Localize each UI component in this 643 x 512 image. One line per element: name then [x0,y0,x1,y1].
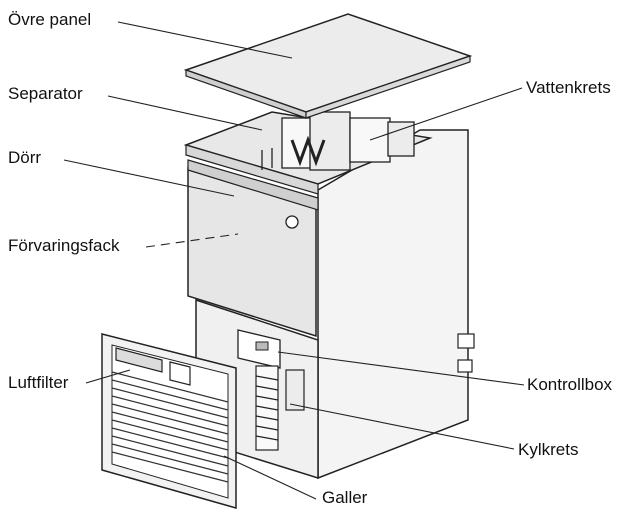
leader-separator [107,95,263,131]
label-separator: Separator [8,84,83,103]
side-fitting-upper [457,333,475,349]
door-knob [285,215,299,229]
label-vattenkrets: Vattenkrets [526,78,611,97]
label-dorr: Dörr [8,148,42,167]
cooling-coil [255,365,305,451]
label-luftfilter: Luftfilter [8,373,69,392]
label-kylkrets: Kylkrets [518,440,579,459]
side-fitting-lower [457,359,473,373]
leader-luftfilter [85,369,131,384]
top-panel [183,13,473,113]
cabinet-top-rim-front [185,144,319,195]
air-filter-slot [115,347,163,373]
label-galler: Galler [322,488,368,507]
cabinet-side-panel [317,129,469,480]
leader-vattenkrets [369,87,523,141]
grille [101,333,237,509]
leader-kontrollbox [277,351,525,386]
label-forvaringsfack: Förvaringsfack [8,236,120,255]
leader-ovre-panel [117,21,293,59]
leader-dorr [63,159,235,197]
leader-lines [63,21,525,500]
water-circuit [261,111,415,171]
label-kontrollbox: Kontrollbox [527,375,613,394]
door-top-edge [187,159,319,211]
control-box-switch [255,341,269,351]
leader-kylkrets [289,403,515,450]
leader-forvaringsfack [145,233,239,248]
grille-badge [169,361,191,386]
top-panel-edge-right [305,55,471,119]
leader-galler [223,455,317,500]
label-ovre-panel: Övre panel [8,10,92,29]
